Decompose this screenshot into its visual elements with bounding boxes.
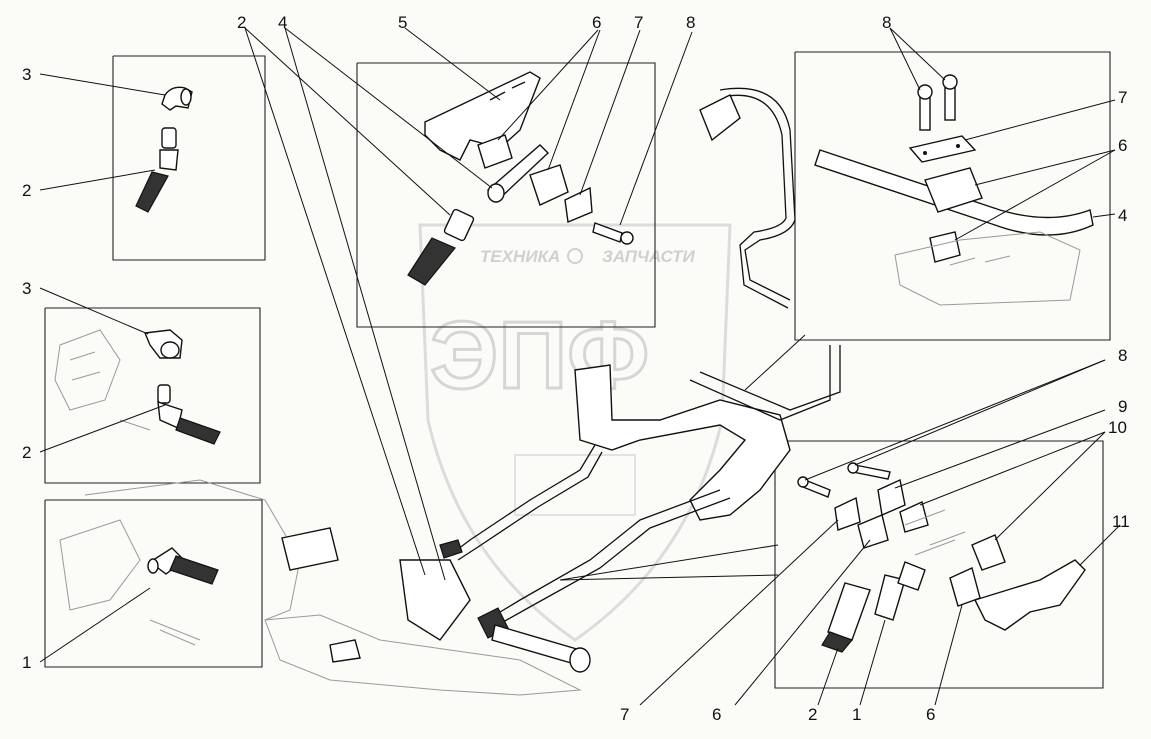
pipe-segments-br [904, 509, 966, 556]
callout-7-top: 7 [634, 13, 643, 32]
main-hose-connections [399, 539, 591, 673]
callout-2-bottom: 2 [808, 705, 817, 724]
plate-part-7-right [908, 135, 977, 163]
callout-1-bottom-left: 1 [22, 653, 31, 672]
watermark-brand-left: ТЕХНИКА [480, 247, 560, 266]
plate-part-7 [564, 186, 593, 223]
bracket-part-11 [974, 559, 1086, 631]
callout-2-mid-left: 2 [22, 443, 31, 462]
engine-sketch-mid-left [54, 329, 151, 431]
tube-part-4-right [814, 149, 1094, 236]
clamp-parts-6 [477, 134, 569, 206]
elbow-fitting-part-3b [143, 329, 183, 359]
callout-7-top-right: 7 [1118, 88, 1127, 107]
hose-fitting-part-2b [157, 384, 221, 445]
fittings-part-1-2-br [821, 561, 926, 653]
hose-part-2c [407, 208, 475, 286]
engine-sketch-bottom-left [59, 519, 201, 646]
clamp-parts-10 [899, 501, 1006, 571]
watermark-brand-right: ЗАПЧАСТИ [602, 247, 695, 266]
callout-1-bottom: 1 [852, 705, 861, 724]
callout-5-top: 5 [398, 13, 407, 32]
clamp-part-9 [877, 478, 906, 517]
bolt-part-8-br [797, 462, 891, 498]
bolts-part-8-right [917, 74, 958, 131]
watermark-logo: ЭПФ [430, 302, 649, 409]
inset-bottom-left [44, 499, 263, 668]
callout-8-top: 8 [686, 13, 695, 32]
callout-6-top-right: 6 [1118, 136, 1127, 155]
inset-frames [44, 51, 1111, 689]
callout-10-right: 10 [1108, 418, 1127, 437]
callout-11-right: 11 [1112, 512, 1130, 531]
callout-2-top-left: 2 [22, 181, 31, 200]
clamp-parts-6-br [857, 514, 981, 607]
inset-top-center [356, 62, 656, 328]
inset-mid-left [44, 307, 261, 484]
leader-lines [39, 27, 1121, 706]
callout-6-top: 6 [592, 13, 601, 32]
inset-bottom-right [774, 440, 1104, 689]
clamp-parts-6-right [924, 167, 983, 263]
gear-icon [567, 248, 583, 264]
callout-2-top: 2 [237, 13, 246, 32]
callout-8-top-right: 8 [882, 13, 891, 32]
callout-6-bottom: 6 [712, 705, 721, 724]
callout-3-mid-left: 3 [22, 279, 31, 298]
main-frame [449, 345, 841, 623]
callout-7-bottom: 7 [620, 705, 629, 724]
callout-6-bottom-right: 6 [926, 705, 935, 724]
inset-top-left [112, 55, 266, 261]
callout-4-top-right: 4 [1118, 206, 1127, 225]
callout-9-right: 9 [1118, 397, 1127, 416]
plate-part-7-br [834, 496, 861, 531]
angled-fitting-part-1 [147, 547, 219, 585]
hose-fitting-part-2a [135, 127, 179, 213]
bolt-part-8 [592, 222, 634, 245]
callout-8-right: 8 [1118, 346, 1127, 365]
inset-top-right [794, 51, 1111, 341]
callout-3-top-left: 3 [22, 65, 31, 84]
elbow-fitting-part-3a [161, 86, 193, 111]
hose-assembly-top [699, 87, 796, 309]
pipe-part-4 [486, 144, 550, 203]
callout-labels: 3 2 3 2 1 2 4 5 6 7 8 8 7 6 4 8 9 10 11 … [22, 13, 1130, 724]
engine-block-sketch-right [894, 231, 1081, 306]
watermark: ТЕХНИКА ЗАПЧАСТИ ЭПФ [418, 223, 732, 642]
callout-4-top: 4 [278, 13, 287, 32]
main-engine-sketch [84, 479, 582, 696]
